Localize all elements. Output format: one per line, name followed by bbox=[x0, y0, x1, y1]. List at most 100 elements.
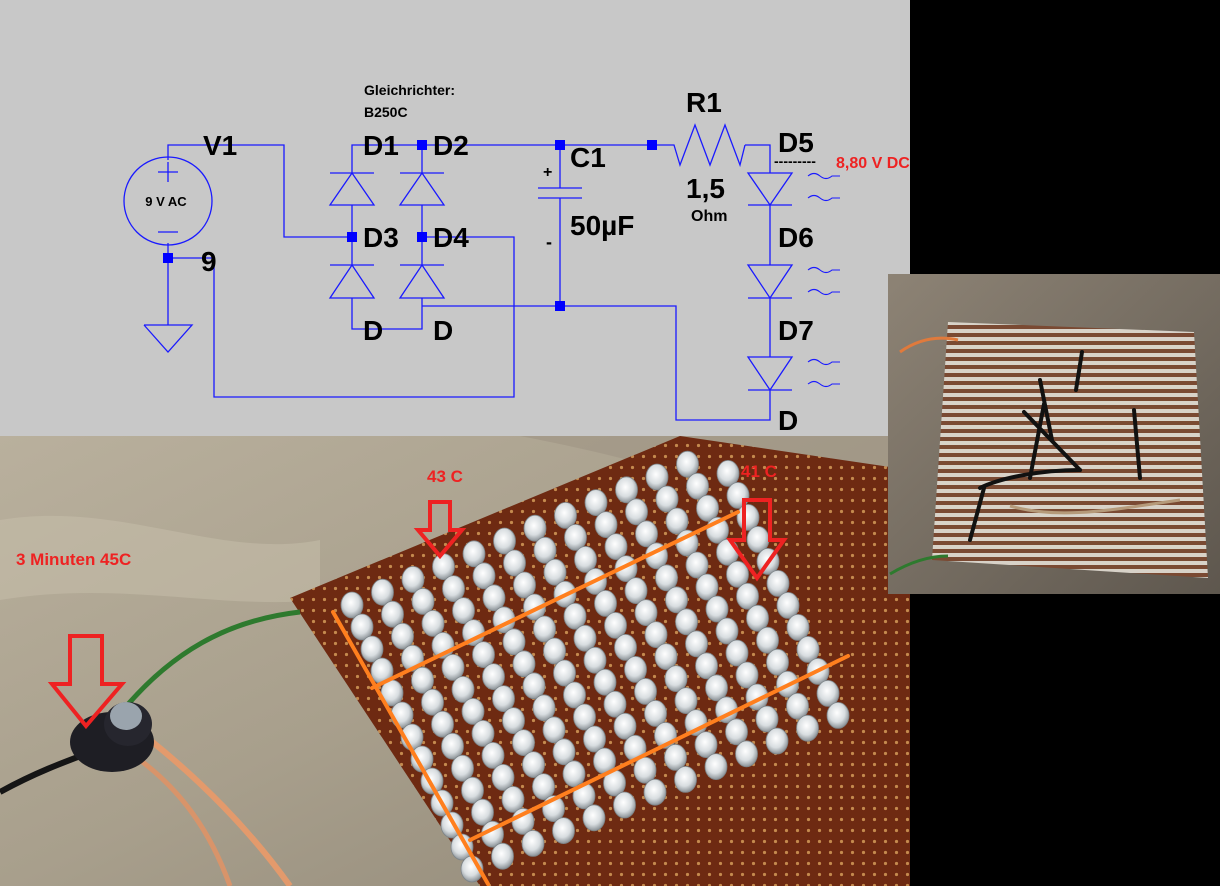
led-bulb bbox=[583, 646, 607, 674]
led-bulb bbox=[593, 668, 617, 696]
source-node-label: 9 bbox=[201, 246, 217, 277]
temp-right-note: 41 C bbox=[741, 462, 777, 481]
schematic-background bbox=[0, 0, 910, 436]
led-bulb bbox=[573, 703, 596, 731]
led-bulb bbox=[614, 634, 637, 661]
inset-board bbox=[932, 322, 1208, 578]
led-bulb bbox=[685, 551, 709, 579]
led-bulb bbox=[726, 560, 749, 588]
led-bulb bbox=[513, 571, 536, 599]
inset-solder-marks bbox=[968, 350, 1142, 542]
led-bulb bbox=[522, 751, 545, 778]
temp-left-note: 43 C bbox=[427, 467, 463, 486]
led-bulb bbox=[462, 540, 486, 568]
led-bulb bbox=[725, 718, 748, 746]
temp-left-arrow bbox=[413, 500, 467, 560]
led-bulb bbox=[715, 617, 739, 645]
led-bulb bbox=[655, 485, 679, 513]
led-bulb bbox=[755, 705, 779, 733]
led-bulb bbox=[654, 643, 678, 670]
led-bulb bbox=[441, 654, 465, 681]
led-grid bbox=[340, 450, 850, 883]
led-bulb bbox=[594, 511, 618, 538]
led-bulb bbox=[756, 626, 779, 654]
led-bulb bbox=[582, 804, 606, 832]
schematic-panel: 9 V AC V1 9 Gleichrichter: B250C D1 D2 D… bbox=[0, 0, 910, 436]
led-bulb bbox=[736, 582, 759, 610]
led-bulb bbox=[826, 702, 850, 729]
led-board-photo: 3 Minuten 45C 43 C 41 C bbox=[0, 436, 910, 886]
led-bulb bbox=[421, 610, 445, 637]
led-bulb bbox=[553, 659, 576, 687]
junction-nodes bbox=[163, 140, 657, 311]
led-bulb bbox=[746, 604, 769, 632]
led-bulb bbox=[674, 687, 698, 714]
led-bulb bbox=[613, 791, 636, 819]
led-bulb bbox=[645, 463, 669, 491]
led-bulb bbox=[492, 685, 515, 712]
inset-brown-wire bbox=[1009, 498, 1181, 515]
led-bulb bbox=[431, 710, 454, 738]
cap-plus-sign: + bbox=[543, 164, 552, 181]
led-bulb bbox=[523, 514, 547, 542]
diode-d2-label: D2 bbox=[433, 130, 469, 161]
led-bulb bbox=[552, 817, 575, 844]
photo-arrows bbox=[47, 498, 788, 730]
led-bulb bbox=[665, 507, 689, 535]
led-bulb bbox=[472, 562, 496, 590]
led-bulb bbox=[816, 680, 840, 707]
led-bulb bbox=[573, 624, 597, 652]
led-bulb bbox=[532, 773, 555, 800]
inset-orange-wire bbox=[899, 336, 959, 354]
led-bulb bbox=[634, 599, 658, 626]
led-bulb bbox=[696, 494, 719, 522]
led-bulb bbox=[482, 663, 505, 690]
led-bulb bbox=[452, 597, 475, 624]
led-bulb bbox=[521, 830, 545, 857]
led-bulb bbox=[674, 766, 697, 793]
led-bulb bbox=[786, 614, 810, 641]
row-divider-lines bbox=[331, 510, 850, 886]
led-bulb bbox=[786, 692, 809, 720]
diode-bottom-right-label: D bbox=[433, 315, 453, 346]
led-bulb bbox=[491, 842, 514, 870]
led-bulb bbox=[543, 637, 566, 665]
led-bulb bbox=[563, 681, 586, 709]
led-bulb bbox=[603, 690, 627, 718]
led-bulb bbox=[421, 688, 444, 716]
led-bulb bbox=[471, 798, 494, 826]
led-bulb bbox=[694, 731, 718, 758]
diode-d4-label: D4 bbox=[433, 222, 469, 253]
led-bulb bbox=[502, 628, 526, 656]
resistor-value: 1,5 bbox=[686, 173, 725, 204]
led-bulb bbox=[635, 520, 658, 548]
led-bulb bbox=[643, 778, 667, 806]
voltage-measurement: 8,80 V DC bbox=[836, 155, 910, 172]
led-bulb bbox=[502, 707, 525, 734]
diode-d1-label: D1 bbox=[363, 130, 399, 161]
led-bulb bbox=[350, 613, 374, 641]
led-bulb bbox=[766, 648, 789, 676]
led-bulb bbox=[512, 729, 535, 756]
resistor-label: R1 bbox=[686, 87, 722, 118]
led-bulb bbox=[471, 720, 495, 747]
led-bulb bbox=[615, 476, 638, 504]
led-bulb bbox=[695, 573, 719, 601]
led-bulb bbox=[450, 833, 474, 861]
voltage-dashes: --------- bbox=[774, 153, 816, 169]
led-bulb bbox=[644, 621, 668, 648]
led-last-label: D bbox=[778, 405, 798, 436]
led-bulb bbox=[676, 450, 699, 478]
led-light-arrows bbox=[807, 172, 840, 388]
led-bulb bbox=[796, 636, 820, 663]
led-bulb bbox=[411, 666, 434, 694]
led-bulb bbox=[735, 740, 758, 768]
led-bulb bbox=[564, 524, 587, 551]
led-bulb bbox=[371, 578, 394, 606]
led-chain bbox=[746, 172, 794, 392]
led-bulb bbox=[765, 727, 789, 755]
led-bulb bbox=[542, 716, 566, 744]
led-bulb bbox=[562, 760, 586, 788]
led-bulb bbox=[533, 536, 557, 564]
led-bulb bbox=[493, 527, 516, 555]
